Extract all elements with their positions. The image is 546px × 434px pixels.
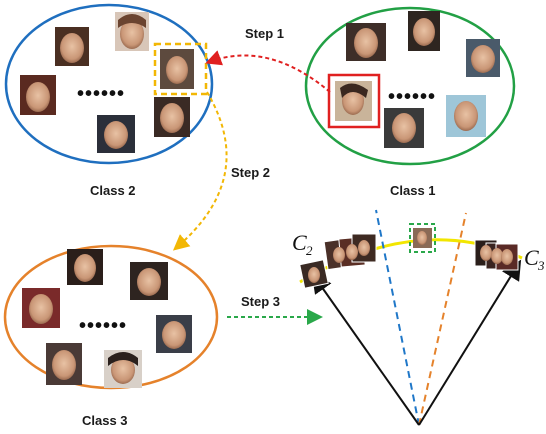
class2-label: Class 2	[90, 183, 136, 198]
face-photo	[384, 108, 424, 148]
angle-diagram: C 2 C 3	[292, 209, 545, 426]
class1-ellipse	[304, 6, 516, 166]
face-photo	[130, 262, 168, 300]
face-photo	[46, 343, 82, 385]
class3-face-thumbnails	[22, 249, 192, 388]
class1-ellipsis: ••••••	[388, 86, 436, 108]
blue-dashed-line	[375, 209, 420, 426]
moved-face-dashed-box	[409, 223, 436, 253]
c3-label: C	[524, 245, 539, 270]
step3-label: Step 3	[241, 294, 280, 309]
selected-face-box	[327, 73, 381, 129]
c2-face-cluster	[299, 233, 377, 289]
face-photo-target	[160, 49, 194, 89]
c2-label: C	[292, 230, 307, 255]
face-photo-selected	[335, 81, 372, 121]
face-photo	[67, 249, 103, 285]
face-photo	[22, 288, 60, 328]
step1-arrow	[205, 50, 331, 93]
class3-ellipsis: ••••••	[79, 315, 127, 337]
class2-face-thumbnails	[20, 12, 208, 153]
step2-arrow	[172, 91, 228, 251]
face-photo	[115, 12, 149, 51]
face-photo	[97, 115, 135, 153]
target-face-dashed-box	[153, 42, 208, 96]
vector-c3-arrow	[418, 259, 522, 426]
class1-label: Class 1	[390, 183, 436, 198]
face-photo	[104, 350, 142, 388]
orange-dashed-line	[418, 212, 467, 426]
class1-face-thumbnails	[327, 11, 500, 148]
class2-ellipsis: ••••••	[77, 83, 125, 105]
face-photo	[55, 27, 89, 66]
face-photo	[156, 315, 192, 353]
vector-c2-arrow	[311, 272, 420, 426]
step1-label: Step 1	[245, 26, 284, 41]
face-photo	[446, 95, 486, 137]
face-photo	[20, 75, 56, 115]
face-photo	[154, 97, 190, 137]
c2-subscript: 2	[306, 243, 313, 258]
class3-label: Class 3	[82, 413, 128, 428]
c3-face-cluster	[474, 239, 519, 271]
face-photo	[466, 39, 500, 77]
face-photo	[408, 11, 440, 51]
c3-subscript: 3	[537, 258, 545, 273]
face-photo	[346, 23, 386, 61]
class2-ellipse	[4, 3, 214, 165]
moved-face	[413, 228, 432, 248]
step2-label: Step 2	[231, 165, 270, 180]
